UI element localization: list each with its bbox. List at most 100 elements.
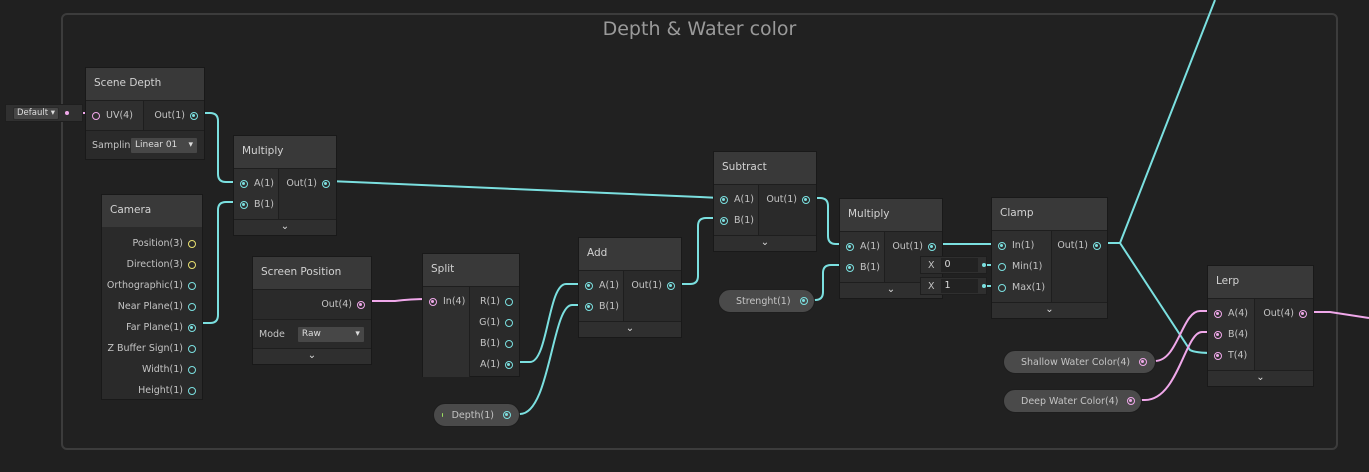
node-title[interactable]: Scene Depth: [86, 68, 204, 100]
node-lerp[interactable]: Lerp A(4) B(4) T(4) Out(4) ⌄: [1207, 265, 1314, 387]
port-dot-icon[interactable]: [928, 242, 936, 251]
port-out[interactable]: Out(1): [885, 236, 942, 257]
expand-chevron-icon[interactable]: ⌄: [253, 348, 371, 364]
port-a[interactable]: A(1): [234, 173, 278, 194]
port-dot-icon[interactable]: [92, 111, 100, 120]
port-dot-icon[interactable]: [505, 318, 513, 327]
node-title[interactable]: Lerp: [1208, 266, 1313, 298]
min-value-input[interactable]: 0: [940, 258, 978, 272]
node-title[interactable]: Add: [579, 238, 681, 270]
node-title[interactable]: Camera: [102, 195, 202, 227]
expand-chevron-icon[interactable]: ⌄: [714, 235, 816, 251]
port-in[interactable]: In(1): [992, 235, 1051, 256]
node-title[interactable]: Subtract: [714, 152, 816, 184]
port-direction[interactable]: Direction(3): [102, 254, 202, 275]
property-deep-water-color[interactable]: Deep Water Color(4): [1003, 389, 1142, 413]
port-dot-icon[interactable]: [188, 260, 196, 269]
port-near-plane[interactable]: Near Plane(1): [102, 296, 202, 317]
port-dot-icon[interactable]: [357, 300, 365, 309]
port-dot-icon[interactable]: [429, 297, 437, 306]
port-height[interactable]: Height(1): [102, 380, 202, 401]
node-clamp[interactable]: Clamp In(1) Min(1) Max(1) Out(1) ⌄: [991, 197, 1108, 319]
port-dot-icon[interactable]: [240, 179, 248, 188]
port-dot-icon[interactable]: [188, 239, 196, 248]
port-dot-icon[interactable]: [188, 344, 196, 353]
port-out[interactable]: Out(1): [759, 189, 816, 210]
port-t[interactable]: T(4): [1208, 345, 1254, 366]
mode-dropdown[interactable]: Raw▾: [296, 325, 365, 343]
port-dot-icon[interactable]: [505, 297, 513, 306]
port-out[interactable]: Out(1): [624, 275, 681, 296]
port-b[interactable]: B(1): [840, 257, 884, 278]
port-in[interactable]: In(4): [423, 291, 469, 312]
port-dot-icon[interactable]: [585, 302, 593, 311]
port-a[interactable]: A(1): [714, 189, 758, 210]
port-dot-icon[interactable]: [799, 297, 808, 305]
port-dot-icon[interactable]: [1299, 309, 1307, 318]
node-camera[interactable]: Camera Position(3) Direction(3) Orthogra…: [101, 194, 203, 400]
port-dot-icon[interactable]: [585, 281, 593, 290]
port-dot-icon[interactable]: [998, 283, 1006, 292]
port-dot-icon[interactable]: [998, 241, 1006, 250]
port-min[interactable]: Min(1): [992, 256, 1051, 277]
port-b[interactable]: B(4): [1208, 324, 1254, 345]
node-subtract[interactable]: Subtract A(1) B(1) Out(1) ⌄: [713, 151, 817, 252]
port-far-plane[interactable]: Far Plane(1): [102, 317, 202, 338]
port-uv[interactable]: UV(4): [86, 105, 143, 126]
node-title[interactable]: Screen Position: [253, 257, 371, 289]
expand-chevron-icon[interactable]: ⌄: [1208, 370, 1313, 386]
property-depth[interactable]: Depth(1): [433, 403, 520, 427]
sampling-dropdown[interactable]: Linear 01▾: [130, 136, 198, 154]
port-position[interactable]: Position(3): [102, 233, 202, 254]
node-split[interactable]: Split In(4) R(1) G(1) B(1) A(1): [422, 253, 520, 377]
port-dot-icon[interactable]: [505, 339, 513, 348]
port-g[interactable]: G(1): [470, 312, 519, 333]
expand-chevron-icon[interactable]: ⌄: [579, 321, 681, 337]
port-dot-icon[interactable]: [720, 195, 728, 204]
expand-chevron-icon[interactable]: ⌄: [840, 282, 942, 298]
node-add[interactable]: Add A(1) B(1) Out(1) ⌄: [578, 237, 682, 338]
port-dot-icon[interactable]: [667, 281, 675, 290]
port-max[interactable]: Max(1): [992, 277, 1051, 298]
max-value-input[interactable]: 1: [940, 279, 978, 293]
port-a[interactable]: A(1): [840, 236, 884, 257]
port-r[interactable]: R(1): [470, 291, 519, 312]
port-dot-icon[interactable]: [1214, 330, 1222, 339]
port-dot-icon[interactable]: [1214, 309, 1222, 318]
port-dot-icon[interactable]: [188, 281, 196, 290]
port-a[interactable]: A(4): [1208, 303, 1254, 324]
port-z-buffer-sign[interactable]: Z Buffer Sign(1): [102, 338, 202, 359]
port-b[interactable]: B(1): [579, 296, 623, 317]
port-dot-icon[interactable]: [240, 200, 248, 209]
port-dot-icon[interactable]: [1127, 397, 1136, 405]
port-dot-icon[interactable]: [1214, 351, 1222, 360]
expand-chevron-icon[interactable]: ⌄: [234, 219, 336, 235]
property-strength[interactable]: Strenght(1): [718, 289, 815, 313]
node-multiply-1[interactable]: Multiply A(1) B(1) Out(1) ⌄: [233, 135, 337, 236]
port-b[interactable]: B(1): [234, 194, 278, 215]
node-title[interactable]: Split: [423, 254, 519, 286]
port-dot-icon[interactable]: [720, 216, 728, 225]
node-multiply-2[interactable]: Multiply A(1) B(1) Out(1) ⌄: [839, 198, 943, 299]
port-dot-icon[interactable]: [846, 242, 854, 251]
port-dot-icon[interactable]: [998, 262, 1006, 271]
port-dot-icon[interactable]: [802, 195, 810, 204]
port-dot-icon[interactable]: [188, 386, 196, 395]
port-dot-icon[interactable]: [505, 360, 513, 369]
port-dot-icon[interactable]: [1139, 358, 1148, 366]
port-dot-icon[interactable]: [846, 263, 854, 272]
node-title[interactable]: Multiply: [234, 136, 336, 168]
port-width[interactable]: Width(1): [102, 359, 202, 380]
port-orthographic[interactable]: Orthographic(1): [102, 275, 202, 296]
port-a[interactable]: A(1): [579, 275, 623, 296]
port-a[interactable]: A(1): [470, 354, 519, 375]
port-b[interactable]: B(1): [470, 333, 519, 354]
port-out[interactable]: Out(1): [279, 173, 336, 194]
port-out[interactable]: Out(1): [1052, 235, 1107, 256]
port-dot-icon[interactable]: [1093, 241, 1101, 250]
port-dot-icon[interactable]: [188, 365, 196, 374]
uv-default-field[interactable]: Default ▾: [5, 104, 83, 122]
port-dot-icon[interactable]: [188, 323, 196, 332]
